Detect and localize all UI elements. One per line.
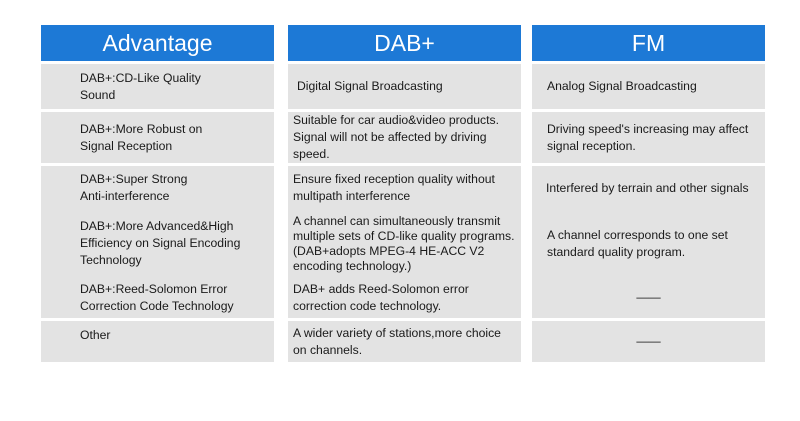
- fm-cell: Interfered by terrain and other signals: [532, 166, 765, 210]
- fm-cell: ——: [532, 321, 765, 362]
- advantage-text: DAB+:More Advanced&High Efficiency on Si…: [80, 219, 241, 267]
- empty-dash: ——: [636, 334, 661, 348]
- fm-text: A channel corresponds to one set standar…: [547, 227, 728, 259]
- advantage-column: Advantage DAB+:CD-Like Quality Sound DAB…: [41, 25, 274, 362]
- advantage-text: DAB+:More Robust on Signal Reception: [80, 121, 203, 153]
- dab-text: Ensure fixed reception quality without m…: [293, 172, 495, 203]
- dab-text: A channel can simultaneously transmit mu…: [293, 213, 515, 273]
- fm-cell: Analog Signal Broadcasting: [532, 64, 765, 109]
- dab-cell: Ensure fixed reception quality without m…: [288, 166, 521, 210]
- advantage-cell: DAB+:Reed-Solomon Error Correction Code …: [41, 277, 274, 318]
- fm-cell: A channel corresponds to one set standar…: [532, 210, 765, 277]
- dab-column: DAB+ Digital Signal Broadcasting Suitabl…: [288, 25, 521, 362]
- fm-cell: Driving speed's increasing may affect si…: [532, 112, 765, 163]
- header-advantage: Advantage: [41, 25, 274, 61]
- fm-text: Driving speed's increasing may affect si…: [547, 121, 749, 153]
- dab-cell: A channel can simultaneously transmit mu…: [288, 210, 521, 277]
- dab-text: DAB+ adds Reed-Solomon error correction …: [293, 281, 469, 313]
- fm-text: Analog Signal Broadcasting: [547, 79, 697, 93]
- dab-cell: Digital Signal Broadcasting: [288, 64, 521, 109]
- advantage-cell: DAB+:More Robust on Signal Reception: [41, 112, 274, 163]
- advantage-text: DAB+:Super Strong Anti-interference: [80, 172, 188, 203]
- advantage-text: DAB+:CD-Like Quality Sound: [80, 70, 201, 102]
- header-fm: FM: [532, 25, 765, 61]
- fm-text: Interfered by terrain and other signals: [546, 180, 749, 195]
- advantage-cell: DAB+:CD-Like Quality Sound: [41, 64, 274, 109]
- fm-column: FM Analog Signal Broadcasting Driving sp…: [532, 25, 765, 362]
- header-dab: DAB+: [288, 25, 521, 61]
- empty-dash: ——: [636, 290, 661, 304]
- advantage-text: DAB+:Reed-Solomon Error Correction Code …: [80, 281, 234, 313]
- dab-cell: DAB+ adds Reed-Solomon error correction …: [288, 277, 521, 318]
- fm-cell: ——: [532, 277, 765, 318]
- dab-text: Suitable for car audio&video products. S…: [293, 113, 499, 161]
- dab-text: A wider variety of stations,more choice …: [293, 325, 501, 357]
- advantage-cell: DAB+:Super Strong Anti-interference: [41, 166, 274, 210]
- advantage-text: Other: [80, 328, 111, 342]
- advantage-cell: Other: [41, 321, 274, 362]
- advantage-cell: DAB+:More Advanced&High Efficiency on Si…: [41, 210, 274, 277]
- dab-cell: A wider variety of stations,more choice …: [288, 321, 521, 362]
- dab-text: Digital Signal Broadcasting: [297, 79, 443, 93]
- dab-cell: Suitable for car audio&video products. S…: [288, 112, 521, 163]
